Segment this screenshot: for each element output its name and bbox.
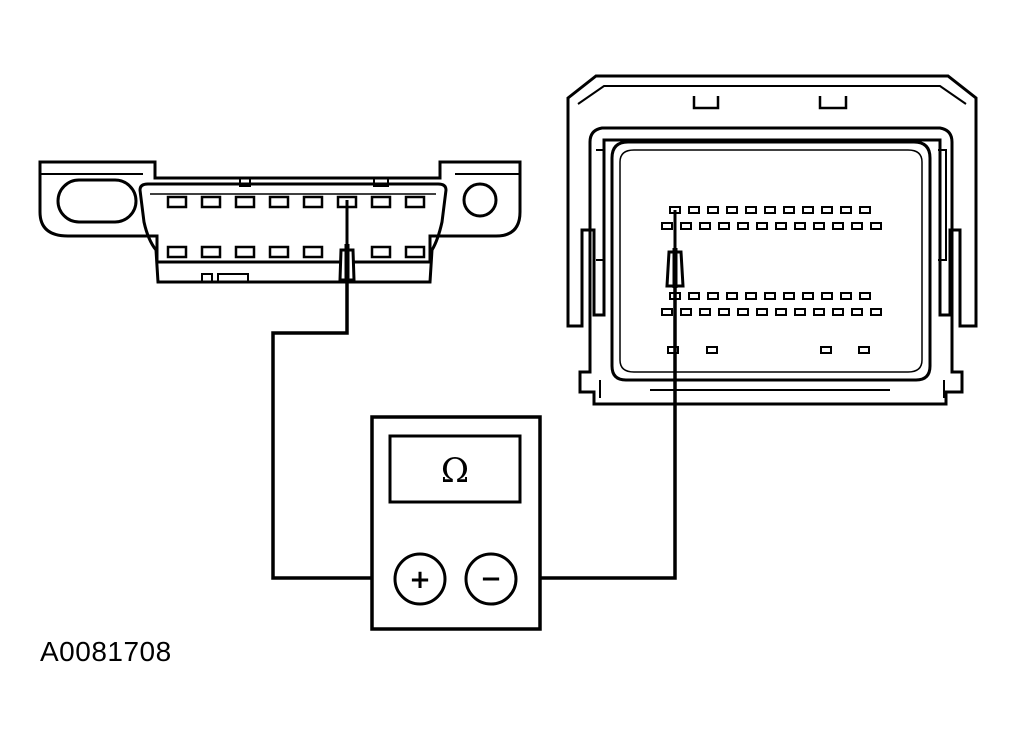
figure-reference-id: A0081708 [40, 636, 172, 667]
ohmmeter-display [388, 434, 522, 504]
module-connector [566, 74, 978, 406]
ohm-symbol: Ω [441, 451, 469, 491]
dlc-pins-bottom-row [166, 245, 426, 259]
ohmmeter: Ω + − [370, 415, 542, 631]
positive-terminal [393, 552, 447, 606]
module-pins [661, 206, 882, 354]
dlc-probe [338, 200, 356, 282]
positive-symbol: + [409, 565, 431, 595]
dlc-pins-top-row [166, 195, 426, 209]
negative-terminal [464, 552, 518, 606]
module-probe [665, 210, 685, 288]
dlc-connector [38, 160, 522, 284]
positive-test-lead [271, 282, 395, 580]
negative-symbol: − [480, 564, 502, 594]
negative-test-lead [516, 288, 677, 580]
